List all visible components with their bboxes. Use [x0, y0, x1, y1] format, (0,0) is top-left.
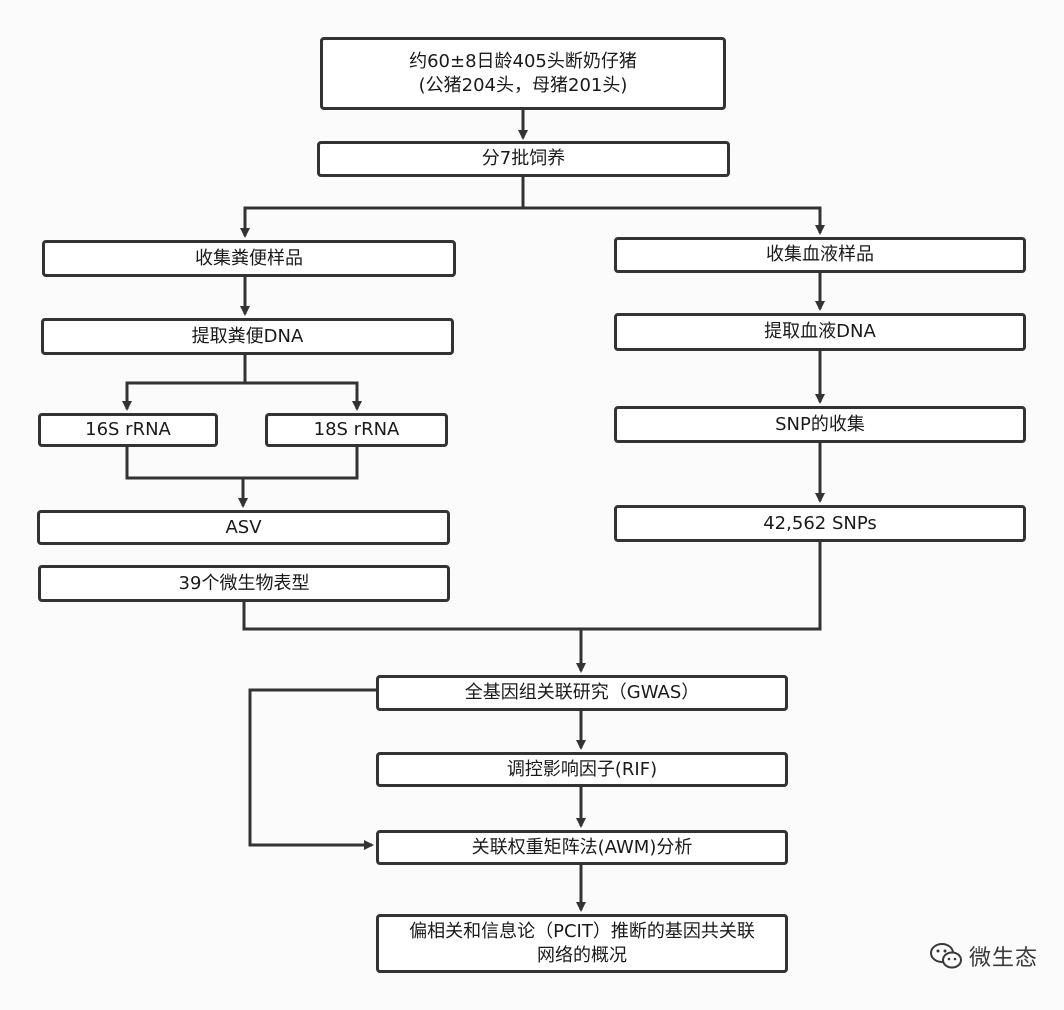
node-rif: 调控影响因子(RIF) [376, 752, 788, 787]
node-awm: 关联权重矩阵法(AWM)分析 [376, 830, 788, 865]
node-16s-rrna: 16S rRNA [38, 413, 218, 447]
node-extract-blood-dna: 提取血液DNA [614, 313, 1026, 351]
node-snp-count: 42,562 SNPs [614, 505, 1026, 542]
watermark: 微生态 [929, 940, 1038, 972]
node-extract-blood-dna-label: 提取血液DNA [764, 321, 876, 342]
node-batches-label: 分7批饲养 [481, 148, 566, 169]
watermark-text: 微生态 [968, 946, 1038, 971]
edge-n4-split [122, 354, 247, 411]
node-extract-fecal-dna-label: 提取粪便DNA [191, 325, 304, 347]
edge-n12-n13 [581, 541, 822, 631]
node-pcit: 偏相关和信息论（PCIT）推断的基因共关联 网络的概况 [376, 914, 788, 973]
node-piglets-line1: 约60±8日龄405头断奶仔猪 [409, 50, 637, 72]
node-batches: 分7批饲养 [317, 141, 730, 177]
node-collect-feces: 收集粪便样品 [42, 240, 456, 277]
node-snp-collection: SNP的收集 [614, 406, 1026, 443]
node-microbial-phenotypes-label: 39个微生物表型 [178, 572, 310, 594]
node-piglets-line2: (公猪204头，母猪201头) [418, 74, 628, 96]
edge-n2-split [240, 176, 525, 238]
edge-n2-right [523, 206, 825, 235]
node-microbial-phenotypes: 39个微生物表型 [38, 565, 450, 602]
node-18s-rrna: 18S rRNA [265, 413, 448, 447]
node-collect-blood: 收集血液样品 [614, 237, 1026, 273]
node-16s-rrna-label: 16S rRNA [85, 419, 171, 440]
node-pcit-line2: 网络的概况 [536, 944, 627, 966]
node-asv: ASV [37, 510, 450, 545]
node-awm-label: 关联权重矩阵法(AWM)分析 [471, 836, 693, 858]
node-snp-count-label: 42,562 SNPs [763, 512, 877, 534]
node-extract-fecal-dna: 提取粪便DNA [41, 318, 454, 355]
node-collect-blood-label: 收集血液样品 [766, 244, 874, 265]
node-piglets: 约60±8日龄405头断奶仔猪 (公猪204头，母猪201头) [320, 37, 726, 110]
node-collect-feces-label: 收集粪便样品 [195, 247, 303, 269]
wechat-icon [929, 943, 962, 969]
node-rif-label: 调控影响因子(RIF) [506, 758, 658, 780]
edge-n6-n7 [243, 446, 359, 480]
node-gwas: 全基因组关联研究（GWAS） [376, 675, 788, 711]
node-18s-rrna-label: 18S rRNA [313, 419, 400, 440]
edge-n4-n6 [245, 381, 362, 411]
node-gwas-label: 全基因组关联研究（GWAS） [464, 682, 700, 703]
edge-n13-n15-bypass [248, 688, 376, 850]
node-asv-label: ASV [225, 516, 262, 538]
edge-n5-n7 [125, 446, 248, 508]
edge-n8-n13 [242, 601, 586, 673]
node-pcit-line1: 偏相关和信息论（PCIT）推断的基因共关联 [409, 920, 755, 942]
node-snp-collection-label: SNP的收集 [775, 413, 865, 435]
